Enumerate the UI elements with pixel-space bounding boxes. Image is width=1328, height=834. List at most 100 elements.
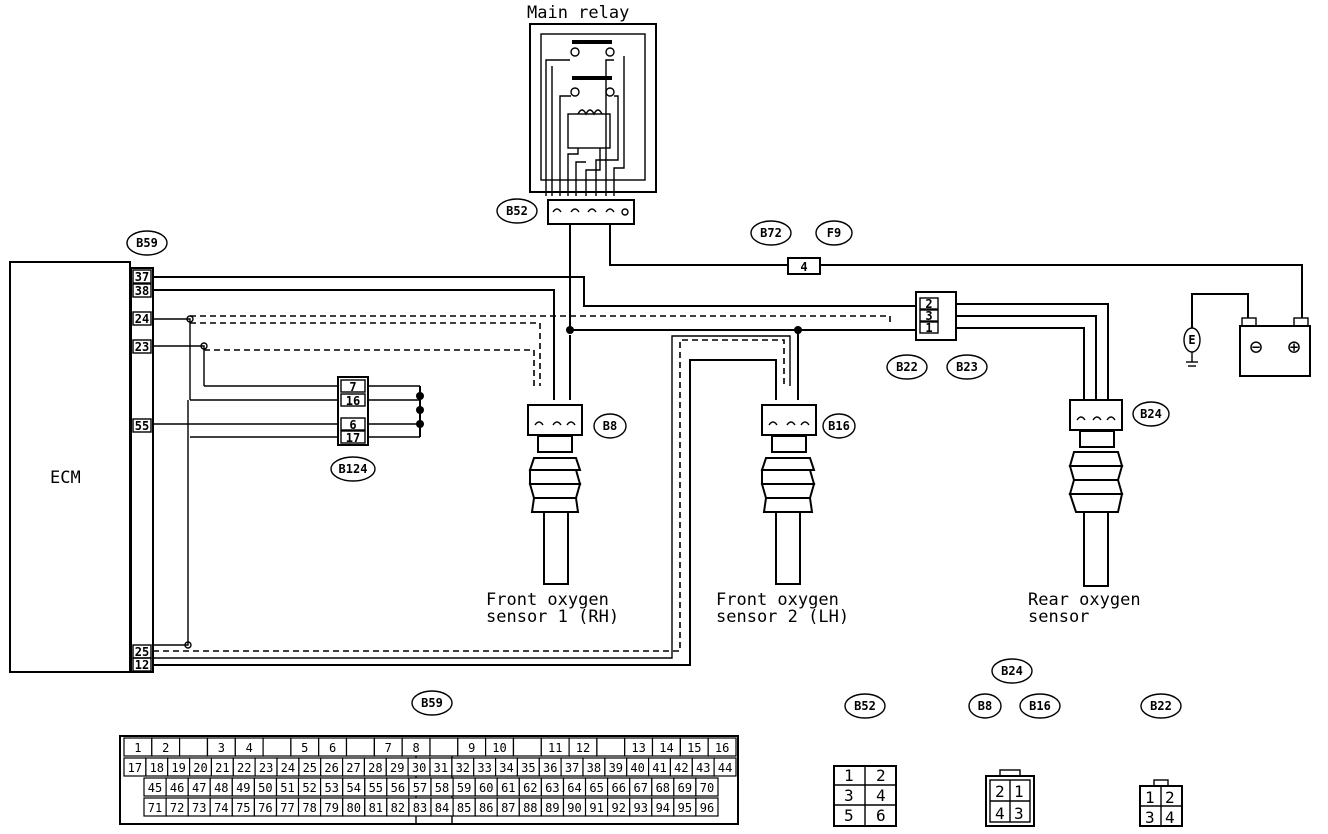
b59-face-pin: 15 <box>687 741 701 755</box>
bottom-b24-tag: B24 <box>1001 664 1023 678</box>
b59-face-pin: 73 <box>192 801 206 815</box>
b59-face-pin: 50 <box>258 781 272 795</box>
b59-face-pin: 56 <box>391 781 405 795</box>
b59-face-label: B59 <box>411 690 453 716</box>
b124-tag: B124 <box>339 462 368 476</box>
b124-pin-6: 6 <box>349 418 356 432</box>
b59-face-cell <box>429 737 459 757</box>
b59-face-pin: 27 <box>346 761 360 775</box>
b59-face-pin: 10 <box>492 741 506 755</box>
b59-face-pin: 24 <box>281 761 295 775</box>
b59-face-pin: 32 <box>456 761 470 775</box>
b59-face-pin: 91 <box>589 801 603 815</box>
b59-face-pin: 92 <box>611 801 625 815</box>
b59-face-pin: 94 <box>656 801 670 815</box>
b59-face-pin: 18 <box>150 761 164 775</box>
b22-pin-1: 1 <box>925 321 932 335</box>
b59-face-pin: 48 <box>214 781 228 795</box>
b59-face-pin: 39 <box>609 761 623 775</box>
b124-pin-7: 7 <box>349 380 356 394</box>
rear-label-2: sensor <box>1028 607 1089 627</box>
b59-face-pin: 11 <box>548 741 562 755</box>
b59-face-pin: 31 <box>434 761 448 775</box>
b59-face-pin: 71 <box>148 801 162 815</box>
b59-face-pin: 20 <box>193 761 207 775</box>
b59-face-pin: 66 <box>611 781 625 795</box>
connector-b124: 7 16 6 17 B124 <box>153 376 424 482</box>
b24-tag: B24 <box>1140 407 1162 421</box>
b59-face-pin: 81 <box>369 801 383 815</box>
b59-face-pin: 30 <box>412 761 426 775</box>
connector-b52: B52 <box>496 198 635 225</box>
b59-face-pin: 58 <box>435 781 449 795</box>
b59-face-pin: 61 <box>501 781 515 795</box>
b59-face-pin: 69 <box>678 781 692 795</box>
b59-face-pin: 87 <box>501 801 515 815</box>
b59-face-pin: 64 <box>567 781 581 795</box>
b59-face-cell <box>695 777 719 797</box>
b52-face-6: 6 <box>876 806 886 825</box>
b59-face-pin: 6 <box>329 741 336 755</box>
b59-face-pin: 89 <box>545 801 559 815</box>
b24-face-4: 4 <box>995 804 1005 823</box>
b59-face-pin: 95 <box>678 801 692 815</box>
f9-tag: F9 <box>827 226 841 240</box>
bottom-b22-tag: B22 <box>1150 699 1172 713</box>
b124-pin-16: 16 <box>346 394 360 408</box>
b59-face-pin: 55 <box>369 781 383 795</box>
b59-face-pin: 76 <box>258 801 272 815</box>
b22-face-3: 3 <box>1145 808 1155 827</box>
b59-pin-37: 37 <box>135 270 149 284</box>
b59-face-pin: 46 <box>170 781 184 795</box>
b59-face-pin: 9 <box>468 741 475 755</box>
b59-face-pin: 36 <box>543 761 557 775</box>
b59-face-pin: 26 <box>324 761 338 775</box>
b59-face-pin: 12 <box>576 741 590 755</box>
b59-face-pin: 3 <box>218 741 225 755</box>
b59-face-pin: 2 <box>162 741 169 755</box>
b59-face-pin: 40 <box>630 761 644 775</box>
b59-face-pin: 8 <box>412 741 419 755</box>
b124-pin-17: 17 <box>346 431 360 445</box>
b59-face-pin: 84 <box>435 801 449 815</box>
b59-face-pin: 41 <box>652 761 666 775</box>
b59-face-pin: 60 <box>479 781 493 795</box>
b59-face-pin: 82 <box>391 801 405 815</box>
b59-face-pin: 62 <box>523 781 537 795</box>
b59-face-pin: 34 <box>499 761 513 775</box>
ecm-label: ECM <box>50 468 81 488</box>
b59-face-pin: 43 <box>696 761 710 775</box>
b59-face-pin: 85 <box>457 801 471 815</box>
b59-pin-23: 23 <box>135 340 149 354</box>
battery-plus: ⊕ <box>1287 335 1300 360</box>
connector-b22: 2 3 1 B22 B23 <box>886 291 988 380</box>
front-lh-label-1: Front oxygen <box>716 590 839 610</box>
b22-face-1: 1 <box>1145 788 1155 807</box>
b59-face-cell <box>713 757 737 777</box>
ecm: ECM B59 37 38 24 23 55 25 12 <box>9 230 168 673</box>
b59-face-cell <box>596 737 626 757</box>
b59-face-pin: 65 <box>589 781 603 795</box>
b52-face-1: 1 <box>844 766 854 785</box>
main-relay: Main relay <box>527 3 657 196</box>
b59-pin-38: 38 <box>135 284 149 298</box>
b52-face-3: 3 <box>844 786 854 805</box>
b72-tag: B72 <box>760 226 782 240</box>
b59-face-pin: 75 <box>236 801 250 815</box>
b59-face-pin: 72 <box>170 801 184 815</box>
b59-face-pin: 93 <box>633 801 647 815</box>
b59-face-pin: 51 <box>280 781 294 795</box>
b59-face-pin: 57 <box>413 781 427 795</box>
b59-face-pin: 35 <box>521 761 535 775</box>
b59-face-pin: 38 <box>587 761 601 775</box>
b59-face-pin: 1 <box>134 741 141 755</box>
b23-tag: B23 <box>956 360 978 374</box>
battery: ⊖ ⊕ <box>1239 317 1311 377</box>
b59-face-pin: 63 <box>545 781 559 795</box>
b59-face-pin: 80 <box>346 801 360 815</box>
b59-face-pin: 96 <box>700 801 714 815</box>
b59-pin-55: 55 <box>135 419 149 433</box>
b59-face-pin: 16 <box>715 741 729 755</box>
bottom-b52-tag: B52 <box>854 699 876 713</box>
b59-face-pin: 25 <box>303 761 317 775</box>
